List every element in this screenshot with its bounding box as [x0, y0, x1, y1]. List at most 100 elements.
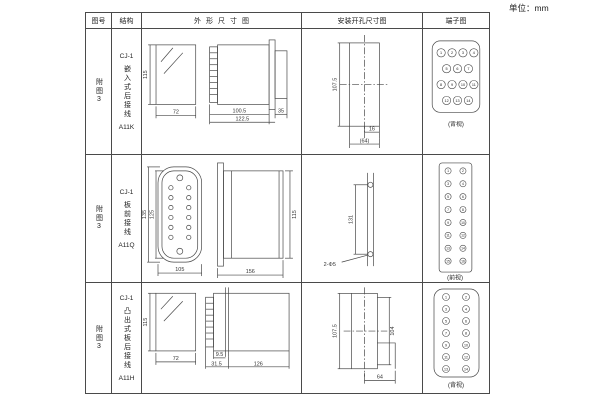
mounting-cell: 107.5 104 64 — [302, 283, 423, 393]
terminal-block-outline — [433, 288, 480, 378]
dim-labels: 107.5 16 (64) — [333, 78, 375, 145]
svg-text:5: 5 — [446, 67, 448, 71]
dim-label: 72 — [173, 356, 179, 362]
unit-label: 单位：mm — [509, 3, 549, 13]
figure-no-cell: 附图3 — [86, 283, 112, 393]
terminal-pins — [444, 167, 467, 265]
dim-labels: 115 72 100.5 35 122.5 — [143, 70, 284, 122]
svg-text:7: 7 — [445, 331, 447, 335]
outline-cell: 115 72 100.5 35 122.5 — [142, 29, 302, 155]
svg-text:11: 11 — [444, 355, 448, 359]
dim-label: 135 — [142, 210, 148, 219]
dim-label: 125 — [150, 210, 156, 219]
rear-view — [147, 166, 203, 277]
svg-text:10: 10 — [461, 83, 465, 87]
header-structure: 结构 — [112, 13, 142, 29]
terminal-pins — [442, 293, 470, 373]
svg-text:2: 2 — [451, 51, 453, 55]
figure-no-cell: 附图3 — [86, 155, 112, 283]
figure-no-label: 附图3 — [95, 205, 103, 232]
dim-label: 100.5 — [233, 108, 247, 114]
svg-text:2: 2 — [465, 295, 467, 299]
cutout-view — [337, 34, 390, 149]
structure-cell: CJ-1 板前接线 A11Q — [112, 155, 142, 283]
model-label: CJ-1 — [119, 294, 134, 302]
dim-label: (64) — [360, 139, 370, 145]
side-view — [209, 39, 288, 125]
mount-type-label: 凸出式板后接线 — [123, 306, 131, 370]
dim-label: 122.5 — [236, 116, 250, 122]
svg-text:3: 3 — [462, 51, 464, 55]
view-label: (背视) — [448, 120, 464, 128]
dim-labels: 115 72 9.5 31.5 126 — [143, 318, 263, 368]
svg-text:9: 9 — [445, 343, 447, 347]
mounting-drawing-a11h: 107.5 104 64 — [333, 287, 396, 384]
terminal-pins — [436, 48, 479, 105]
mounting-drawing-a11k: 107.5 16 (64) — [333, 34, 390, 149]
svg-text:7: 7 — [447, 208, 449, 212]
svg-text:11: 11 — [472, 83, 476, 87]
structure-cell: CJ-1 嵌入式后接线 A11K — [112, 29, 142, 155]
svg-text:10: 10 — [464, 343, 468, 347]
svg-text:13: 13 — [446, 247, 450, 251]
dim-label: 9.5 — [216, 352, 224, 358]
dim-label: 31.5 — [211, 361, 222, 367]
svg-text:4: 4 — [465, 307, 467, 311]
dim-labels: 135 125 105 156 115 — [142, 210, 298, 275]
dim-label: 107.5 — [333, 324, 339, 338]
svg-text:5: 5 — [447, 195, 449, 199]
outline-drawing-a11k: 115 72 100.5 35 122.5 — [143, 39, 288, 125]
svg-text:14: 14 — [464, 367, 468, 371]
svg-text:1: 1 — [445, 295, 447, 299]
header-outline-dims: 外形尺寸图 — [142, 13, 302, 29]
view-label: (前视) — [447, 274, 463, 282]
front-view — [148, 44, 197, 119]
svg-text:6: 6 — [456, 67, 458, 71]
svg-text:8: 8 — [462, 208, 464, 212]
dim-label: 72 — [173, 109, 179, 115]
dim-label: 105 — [175, 267, 184, 273]
terminal-block-outline — [431, 40, 481, 113]
dim-label: 107.5 — [333, 78, 339, 92]
header-terminal-diagram: 端子图 — [423, 13, 489, 29]
header-figure-no: 图号 — [86, 13, 112, 29]
svg-text:1: 1 — [447, 169, 449, 173]
spec-table: 图号 结构 外形尺寸图 安装开孔尺寸图 端子图 附图3 CJ-1 嵌入式后接线 … — [85, 12, 490, 394]
model-label: CJ-1 — [119, 52, 134, 60]
svg-text:4: 4 — [462, 182, 464, 186]
dim-label: 35 — [278, 108, 284, 114]
svg-text:13: 13 — [455, 99, 459, 103]
svg-text:15: 15 — [446, 259, 450, 263]
svg-text:8: 8 — [440, 83, 442, 87]
front-view — [147, 292, 197, 365]
svg-text:1: 1 — [440, 51, 442, 55]
model-label: CJ-1 — [119, 188, 134, 196]
outline-drawing-a11h: 115 72 9.5 31.5 126 — [143, 287, 290, 369]
dim-label: 115 — [143, 70, 149, 79]
header-mounting-dims: 安装开孔尺寸图 — [302, 13, 423, 29]
mounting-drawing-a11q: 131 2-Φ5 — [324, 172, 374, 268]
mount-type-label: 嵌入式后接线 — [123, 64, 131, 119]
mount-type-label: 板前接线 — [123, 200, 131, 237]
cutout-view — [337, 287, 396, 384]
outline-cell: 115 72 9.5 31.5 126 — [142, 283, 302, 393]
svg-text:16: 16 — [461, 259, 465, 263]
outline-drawing-a11q: 135 125 105 156 115 — [142, 162, 298, 279]
dim-label: 64 — [377, 375, 383, 381]
svg-text:10: 10 — [461, 221, 465, 225]
svg-text:8: 8 — [465, 331, 467, 335]
terminal-block-outline — [438, 162, 473, 273]
svg-text:12: 12 — [461, 234, 465, 238]
view-label: (背视) — [448, 381, 464, 389]
model-code-label: A11Q — [118, 241, 135, 249]
svg-text:9: 9 — [451, 83, 453, 87]
svg-text:3: 3 — [445, 307, 447, 311]
svg-text:7: 7 — [467, 67, 469, 71]
